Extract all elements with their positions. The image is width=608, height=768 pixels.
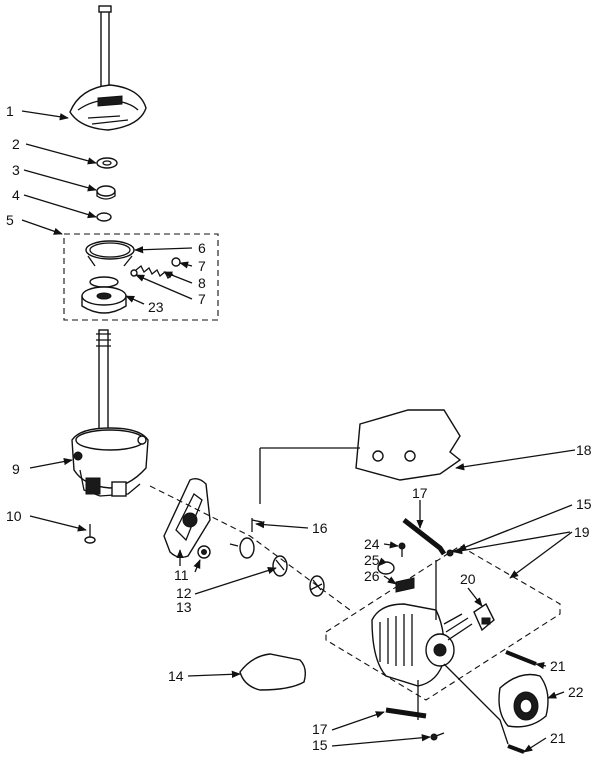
part-20-switch <box>473 602 495 632</box>
label-23: 23 <box>148 299 164 315</box>
assembly-19-box <box>325 545 561 701</box>
label-17-upper: 17 <box>412 485 428 501</box>
label-14: 14 <box>168 668 184 684</box>
label-9: 9 <box>12 461 20 477</box>
label-7-upper: 7 <box>198 258 206 274</box>
part-18-panel <box>355 409 462 481</box>
leader-lines <box>21 110 576 753</box>
part-23-hub <box>81 276 127 314</box>
part-plate-coupling <box>163 477 211 559</box>
label-21-lower: 21 <box>550 730 566 746</box>
part-13-coupler-set <box>229 537 325 597</box>
part-15-screw-bottom <box>430 732 445 741</box>
part-21-connector-top <box>505 650 537 666</box>
label-19: 19 <box>574 524 590 540</box>
label-4: 4 <box>12 187 20 203</box>
label-1: 1 <box>6 103 14 119</box>
label-5: 5 <box>6 212 14 228</box>
part-11-12-nut <box>197 545 211 559</box>
part-24-25-26-clamp <box>377 542 415 593</box>
label-11: 11 <box>174 567 189 583</box>
label-21-upper: 21 <box>550 658 566 674</box>
label-3: 3 <box>12 162 20 178</box>
label-18: 18 <box>576 442 592 458</box>
part-9-gearcase <box>71 329 149 497</box>
part-22-pulley-housing <box>498 673 549 728</box>
label-7-lower: 7 <box>198 291 206 307</box>
label-15-upper: 15 <box>576 496 592 512</box>
part-3-bushing <box>96 185 116 200</box>
label-22: 22 <box>568 684 584 700</box>
leader-line-15-upper <box>457 504 573 551</box>
part-21-connector-bottom <box>507 744 525 754</box>
label-25: 25 <box>364 552 380 568</box>
label-12: 12 <box>176 585 192 601</box>
label-2: 2 <box>12 136 20 152</box>
part-6-spring-ring <box>85 240 135 267</box>
label-16: 16 <box>312 520 328 536</box>
part-10-screw <box>84 524 96 544</box>
part-17-rod-top <box>402 518 447 556</box>
part-4-clip <box>96 212 112 222</box>
label-6: 6 <box>198 240 206 256</box>
label-13: 13 <box>176 599 192 615</box>
label-17-lower: 17 <box>312 721 328 737</box>
part-14-pad <box>239 653 307 691</box>
part-2-washer <box>96 157 118 169</box>
label-10: 10 <box>6 508 22 524</box>
part-1-drive-shaft-cam <box>69 5 147 131</box>
label-24: 24 <box>364 536 380 552</box>
label-20: 20 <box>460 571 476 587</box>
callout-labels: 1 2 3 4 5 6 7 8 7 23 9 10 11 12 13 14 16… <box>6 103 592 753</box>
label-26: 26 <box>364 568 380 584</box>
label-8: 8 <box>198 275 206 291</box>
label-15-lower: 15 <box>312 737 328 753</box>
part-motor <box>371 603 473 687</box>
part-17-rod-bottom <box>385 707 427 719</box>
